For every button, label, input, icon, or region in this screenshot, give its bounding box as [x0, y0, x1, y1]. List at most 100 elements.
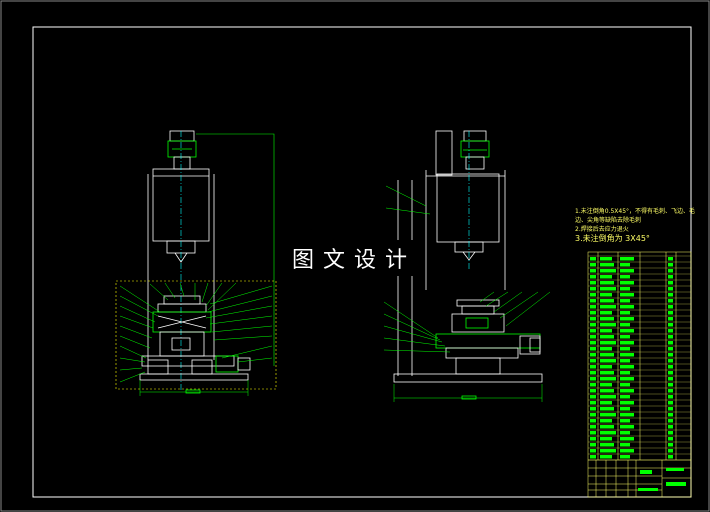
parts-entry-mark — [668, 407, 673, 411]
parts-entry-mark — [590, 299, 596, 303]
parts-list-entries — [590, 257, 673, 459]
note-line-3: 2.焊接后去应力退火 — [575, 226, 629, 233]
parts-entry-mark — [620, 383, 630, 387]
parts-entry-mark — [600, 449, 616, 453]
parts-list-table — [587, 251, 692, 498]
parts-entry-mark — [590, 347, 596, 351]
parts-entry-mark — [590, 437, 596, 441]
parts-entry-mark — [590, 377, 596, 381]
parts-entry-mark — [590, 353, 596, 357]
parts-entry-mark — [600, 407, 614, 411]
parts-entry-mark — [668, 257, 673, 261]
parts-entry-mark — [668, 431, 673, 435]
parts-entry-mark — [620, 305, 634, 309]
parts-entry-mark — [600, 329, 612, 333]
parts-entry-mark — [620, 317, 634, 321]
parts-entry-mark — [620, 431, 630, 435]
note-line-2: 边、尖角等缺陷去除毛刺 — [575, 217, 642, 224]
parts-entry-mark — [668, 365, 673, 369]
parts-entry-mark — [620, 371, 630, 375]
parts-entry-mark — [620, 395, 630, 399]
parts-entry-mark — [590, 371, 596, 375]
parts-entry-mark — [600, 371, 614, 375]
parts-entry-mark — [620, 269, 634, 273]
parts-entry-mark — [668, 329, 673, 333]
parts-entry-mark — [668, 305, 673, 309]
parts-entry-mark — [600, 335, 614, 339]
parts-entry-mark — [620, 425, 634, 429]
parts-entry-mark — [668, 299, 673, 303]
parts-entry-mark — [600, 419, 612, 423]
parts-entry-mark — [620, 455, 630, 459]
parts-entry-mark — [668, 413, 673, 417]
parts-entry-mark — [668, 335, 673, 339]
parts-entry-mark — [590, 323, 596, 327]
parts-entry-mark — [620, 335, 630, 339]
parts-entry-mark — [668, 383, 673, 387]
parts-entry-mark — [600, 347, 612, 351]
parts-entry-mark — [590, 359, 596, 363]
parts-entry-mark — [668, 401, 673, 405]
parts-entry-mark — [590, 317, 596, 321]
parts-entry-mark — [600, 263, 614, 267]
parts-entry-mark — [590, 425, 596, 429]
parts-entry-mark — [668, 389, 673, 393]
parts-entry-mark — [668, 377, 673, 381]
parts-entry-mark — [668, 419, 673, 423]
parts-entry-mark — [590, 401, 596, 405]
front-view — [139, 130, 275, 396]
parts-entry-mark — [668, 443, 673, 447]
parts-entry-mark — [668, 269, 673, 273]
parts-entry-mark — [600, 317, 614, 321]
watermark-text: 图文设计 — [288, 240, 421, 276]
parts-entry-mark — [620, 299, 630, 303]
parts-entry-mark — [590, 293, 596, 297]
parts-entry-mark — [668, 287, 673, 291]
parts-entry-mark — [620, 389, 634, 393]
parts-list-rows — [588, 255, 691, 461]
parts-entry-mark — [590, 449, 596, 453]
parts-entry-mark — [600, 443, 614, 447]
parts-entry-mark — [600, 359, 616, 363]
parts-entry-mark — [620, 401, 634, 405]
parts-entry-mark — [600, 257, 612, 261]
parts-entry-mark — [590, 329, 596, 333]
title-block — [588, 459, 691, 497]
parts-entry-mark — [600, 311, 612, 315]
parts-entry-mark — [668, 437, 673, 441]
parts-entry-mark — [590, 269, 596, 273]
parts-entry-mark — [620, 365, 634, 369]
parts-entry-mark — [590, 263, 596, 267]
parts-entry-mark — [600, 281, 614, 285]
parts-entry-mark — [620, 449, 634, 453]
parts-entry-mark — [620, 377, 634, 381]
parts-entry-mark — [620, 293, 634, 297]
parts-entry-mark — [600, 341, 616, 345]
parts-entry-mark — [620, 281, 634, 285]
parts-entry-mark — [590, 431, 596, 435]
parts-entry-mark — [620, 413, 634, 417]
parts-entry-mark — [600, 401, 612, 405]
parts-entry-mark — [590, 275, 596, 279]
side-view-leaders — [383, 185, 551, 353]
parts-entry-mark — [590, 305, 596, 309]
front-view-balloons — [115, 280, 277, 390]
parts-entry-mark — [620, 359, 630, 363]
parts-entry-mark — [668, 449, 673, 453]
parts-entry-mark — [590, 287, 596, 291]
parts-entry-mark — [590, 365, 596, 369]
parts-entry-mark — [620, 311, 630, 315]
parts-entry-mark — [600, 389, 614, 393]
parts-entry-mark — [668, 347, 673, 351]
parts-entry-mark — [590, 311, 596, 315]
parts-entry-mark — [600, 275, 612, 279]
parts-entry-mark — [620, 323, 630, 327]
parts-entry-mark — [600, 323, 616, 327]
parts-entry-mark — [590, 419, 596, 423]
note-line-1: 1.未注倒角0.5X45°，不得有毛刺、飞边、毛 — [575, 208, 696, 215]
parts-entry-mark — [600, 413, 616, 417]
parts-entry-mark — [668, 293, 673, 297]
parts-entry-mark — [620, 275, 630, 279]
parts-entry-mark — [620, 419, 630, 423]
